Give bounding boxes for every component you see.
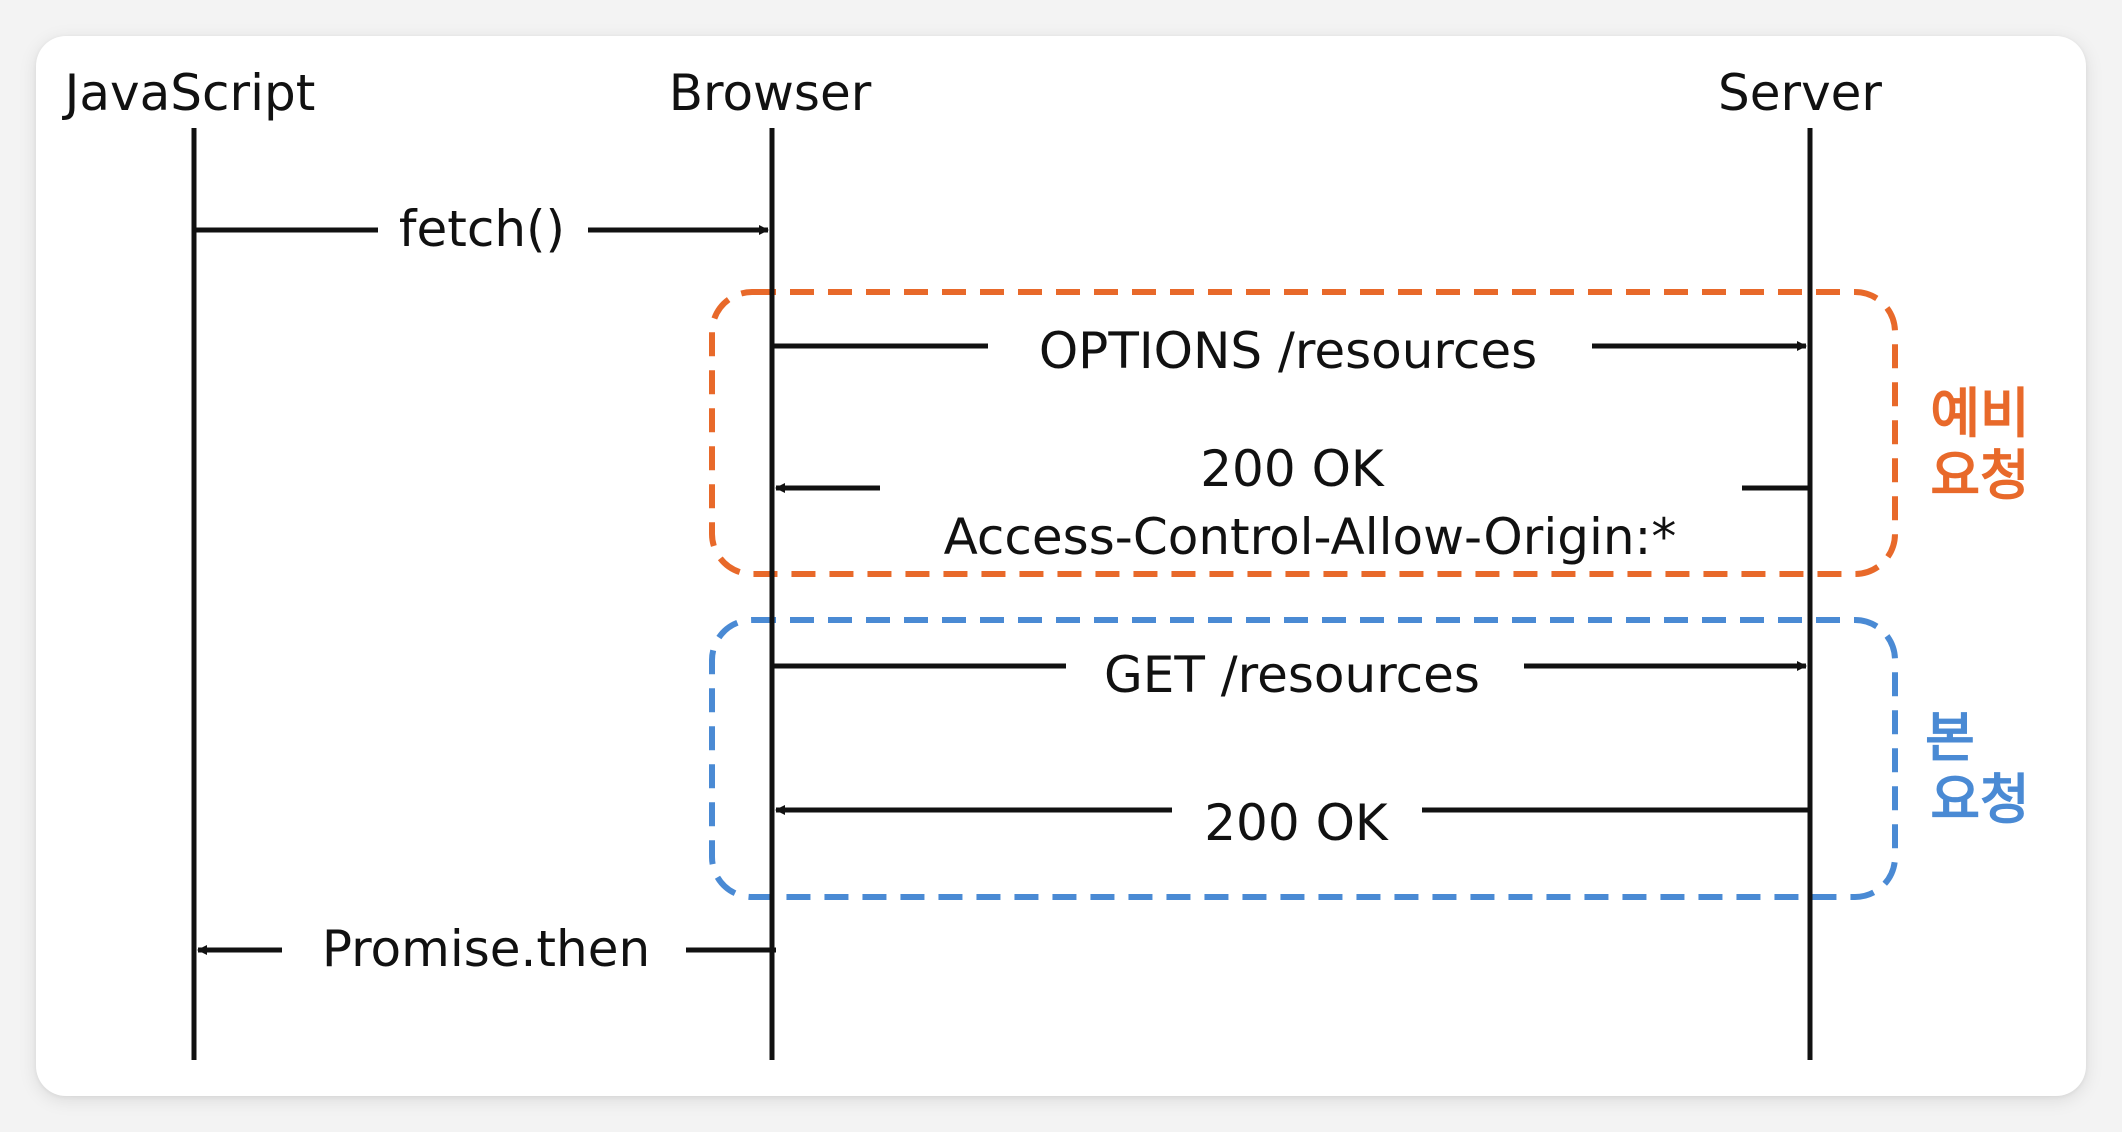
fetch-label-bg xyxy=(378,200,588,258)
main-group-box xyxy=(709,617,1898,900)
diagram-card xyxy=(36,36,2086,1096)
actor-server: Server xyxy=(1718,64,1882,122)
get-response-label-bg xyxy=(1172,782,1422,842)
get-request-label: GET /resources xyxy=(1104,646,1480,704)
options-request-label: OPTIONS /resources xyxy=(1039,322,1537,380)
options-response-header: Access-Control-Allow-Origin:* xyxy=(944,508,1677,566)
actor-javascript: JavaScript xyxy=(62,64,316,122)
get-request-label-bg xyxy=(1066,636,1524,696)
preflight-group-box xyxy=(709,289,1898,577)
actor-browser: Browser xyxy=(669,64,872,122)
fetch-label: fetch() xyxy=(399,200,565,258)
options-response-status: 200 OK xyxy=(1200,440,1385,498)
options-response-label-bg xyxy=(880,446,1742,556)
main-label-line1: 본 xyxy=(1925,706,1975,769)
preflight-label-line1: 예비 xyxy=(1930,382,2029,445)
promise-then-label: Promise.then xyxy=(322,920,650,978)
options-request-label-bg xyxy=(988,316,1592,376)
preflight-label-line2: 요청 xyxy=(1930,444,2029,507)
promise-then-label-bg xyxy=(282,920,686,980)
main-label-line2: 요청 xyxy=(1930,768,2029,831)
get-response-label: 200 OK xyxy=(1204,794,1389,852)
